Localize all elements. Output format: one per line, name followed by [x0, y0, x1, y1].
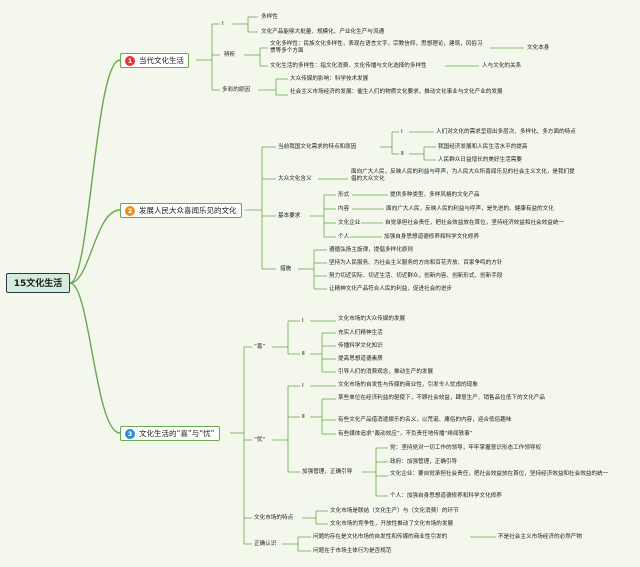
connector-1 [69, 209, 121, 284]
b3-market-link: 文化市场是联结（文化生产）与（文化消费）的环节 [330, 508, 459, 514]
b1-people-culture: 人与文化的关系 [482, 63, 522, 69]
b3-joy-mark-2: Ⅱ [302, 351, 305, 357]
b3-guidance-individual: 个人：加强自身思想道德修养和科学文化修养 [390, 493, 502, 499]
b3-problem-cause: 问题的存在是文化市场的自发性和传媒的商业性引发的 [313, 534, 448, 540]
root-node: 15文化生活 [6, 273, 70, 293]
branch-1-number-badge: 1 [125, 55, 135, 66]
b2-individual: 个人 [338, 234, 350, 240]
b1-reasons: 多彩的原因 [222, 87, 250, 93]
b2-measures: 措施 [280, 266, 292, 272]
b1-culture-itself: 文化本身 [527, 45, 550, 51]
b3-worry-2: 有些文化产品借消遣娱乐的名义，以荒诞、庸俗的内容，迎合低俗趣味 [338, 417, 512, 423]
b3-worry-1: 某些单位在经济利益的驱使下，不顾社会效益，肆意生产、销售品位低下的文化产品 [338, 395, 545, 401]
b3-joy-2: 传播科学文化知识 [338, 343, 383, 349]
b2-content-desc: 面向广大人民，反映人民的利益与呼声，是先进的、健康有益的文化 [386, 206, 554, 212]
b2-mark-1: Ⅰ [401, 129, 403, 135]
b2-measure-2: 坚持为人民服务、为社会主义服务的方向和百花齐放、百家争鸣的方针 [329, 260, 503, 266]
b1-media-influence: 大众传媒的影响：科学技术发展 [290, 76, 369, 82]
branch-3-node: 3 文化生活的“喜”与“忧” [120, 426, 220, 441]
b3-guidance-government: 政府：加强管理，正确引导 [390, 459, 458, 465]
b2-measure-4: 让精神文化产品符合人民的利益，促进社会的进步 [329, 286, 453, 292]
branch-3-label: 文化生活的“喜”与“忧” [139, 429, 215, 438]
b1-mark-1: Ⅰ [222, 21, 224, 27]
b3-correct-understanding: 正确认识 [254, 541, 277, 547]
b2-enterprise-desc: 自觉承担社会责任，把社会效益放在首位，坚持经济效益和社会效益统一 [385, 220, 565, 226]
b3-joy-1: 充实人们精神生活 [338, 330, 383, 336]
connector-2 [69, 282, 121, 434]
b3-joy-3: 提高思想道德素质 [338, 356, 383, 362]
b2-measure-1: 遵循弘扬主旋律，提倡多样化原则 [329, 247, 413, 253]
b2-form-desc: 提供多种类型、多样风格的文化产品 [390, 192, 480, 198]
b3-worry: “忧” [254, 437, 266, 443]
b3-joy-mark-1: Ⅰ [302, 318, 304, 324]
branch-2-label: 发展人民大众喜闻乐见的文化 [139, 206, 237, 215]
b2-mark-2: Ⅱ [401, 151, 404, 157]
b1-diversity: 多样性 [261, 14, 278, 20]
b2-content: 内容 [338, 206, 350, 212]
b3-market-features: 文化市场的特点 [254, 515, 294, 521]
b3-worry-mark-2: Ⅱ [302, 414, 305, 420]
b2-demand-multilevel: 人们对文化的需求呈现出多层次、多样化、多方面的特点 [436, 129, 576, 135]
b2-demand-features: 当前我国文化需求的特点和原因 [278, 144, 357, 150]
branch-2-number-badge: 2 [125, 205, 135, 216]
branch-1-node: 1 当代文化生活 [120, 53, 189, 68]
b2-mass-culture-definition: 面向广大人民，反映人民的利益与呼声，为人民大众所喜闻乐见的社会主义文化，是我们提… [351, 169, 575, 182]
b1-mass-production: 文化产品能够大批量、规模化、产业化生产与流通 [261, 29, 385, 35]
b2-individual-desc: 加强自身思想道德修养和科学文化修养 [384, 234, 480, 240]
b1-cultural-diversity: 文化多样性：民族文化多样性，表现在语言文字，宗教信仰，思想理论，建筑，风俗习惯等… [270, 41, 483, 54]
b3-not-inevitable: 不是社会主义市场经济的必然产物 [498, 534, 582, 540]
b2-mass-culture-meaning: 大众文化含义 [278, 176, 312, 182]
b3-joy: “喜” [254, 344, 266, 350]
b3-worry-spontaneity: 文化市场的自发性与传媒的商业性，引发令人忧虑的现象 [338, 382, 478, 388]
b1-life-diversity: 文化生活的多样性：指文化消费、文化传播与文化选择的多样性 [270, 63, 427, 69]
b2-economic-growth: 我国经济发展和人民生活水平的提高 [438, 144, 528, 150]
b3-guidance-enterprise: 文化企业：要自觉承担社会责任，把社会效益放在首位，坚持经济效益和社会效益的统一 [390, 471, 609, 477]
b3-problem-key: 问题在于市场主体行为是否规范 [313, 548, 392, 554]
b2-better-life: 人民群众日益增长的美好生活需要 [438, 157, 522, 163]
b2-enterprise: 文化企业 [338, 220, 361, 226]
b2-basic-requirements: 基本要求 [278, 213, 301, 219]
b2-measure-3: 努力切近实际、切近生活、切近群众，创新内容、创新形式、创新手段 [329, 273, 503, 279]
branch-3-number-badge: 3 [125, 428, 135, 439]
branch-2-node: 2 发展人民大众喜闻乐见的文化 [120, 203, 242, 218]
b3-market-competition: 文化市场的竞争性，开放性推动了文化市场的发展 [330, 521, 454, 527]
b3-joy-4: 引导人们的消费观念，推动生产的发展 [338, 369, 434, 375]
b1-market-economy: 社会主义市场经济的发展：催生人们的物质文化要求，推动文化事业与文化产业的发展 [290, 89, 503, 95]
b3-worry-mark-1: Ⅰ [302, 383, 304, 389]
b3-joy-media: 文化市场的大众传媒的发展 [338, 316, 406, 322]
branch-1-label: 当代文化生活 [139, 56, 184, 65]
b3-guidance-party: 党：坚持党对一切工作的领导，牢牢掌握意识形态工作领导权 [390, 445, 542, 451]
b3-worry-3: 有些媒体追求“轰动效应”，不负责任地传播“绯闻轶事” [338, 431, 473, 437]
b1-analysis: 辨析 [224, 52, 236, 58]
connector-0 [69, 59, 121, 284]
b2-form: 形式 [338, 192, 350, 198]
b3-guidance: 加强管理，正确引导 [302, 469, 353, 475]
